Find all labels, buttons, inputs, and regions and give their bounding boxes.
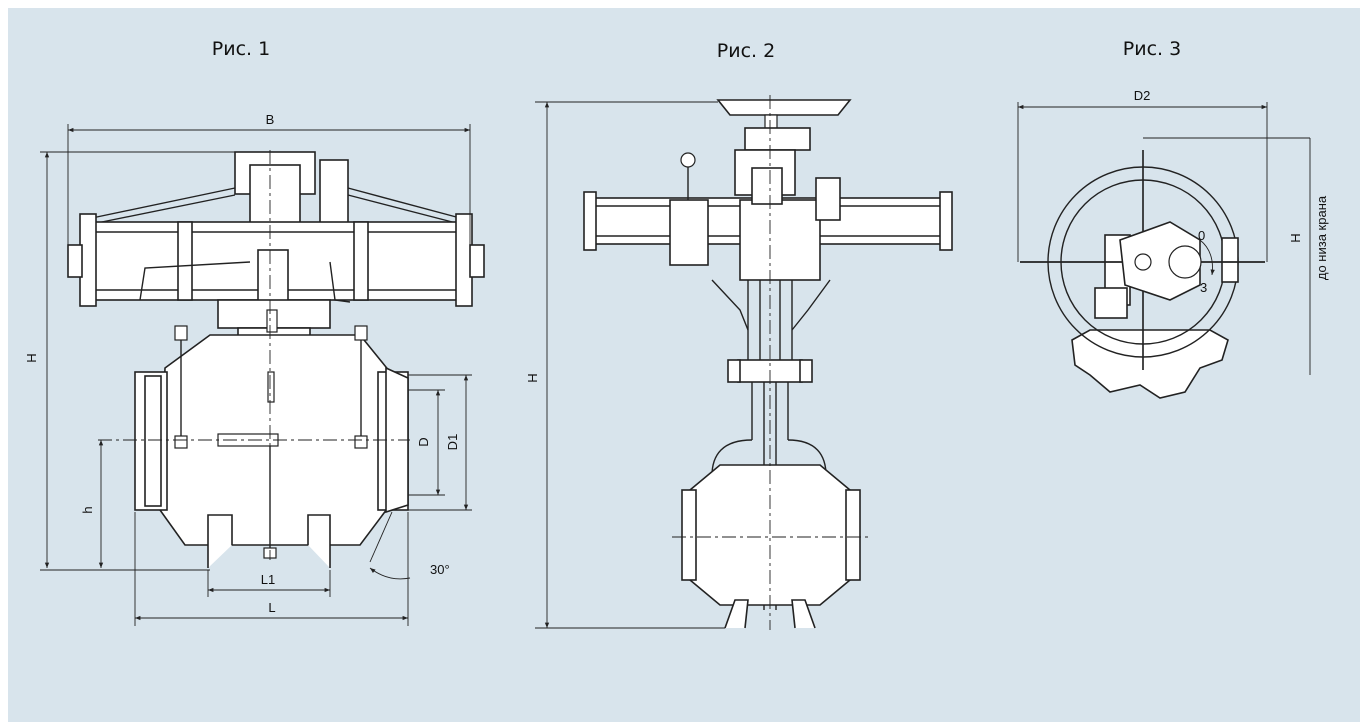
fig3-dim-H-label: H: [1288, 233, 1303, 242]
fig2-title: Рис. 2: [716, 40, 776, 62]
fig3-dim-D2-label: D2: [1134, 88, 1151, 103]
dim-L1-label: L1: [261, 572, 275, 587]
dim-B-label: B: [266, 112, 275, 127]
dim-D1-label: D1: [445, 434, 460, 451]
fig3-title: Рис. 3: [1122, 38, 1182, 60]
fig2-drawing: H: [525, 95, 953, 630]
dim-H-label: H: [24, 353, 39, 362]
dim-h-label: h: [80, 506, 95, 513]
fig1-title: Рис. 1: [211, 38, 271, 60]
fig2-dim-H-label: H: [525, 373, 540, 382]
dim-angle-label: 30°: [430, 562, 450, 577]
fig3-dim-H-note: до низа крана: [1314, 195, 1329, 280]
fig3-pos-close: 3: [1200, 280, 1207, 295]
dim-D-label: D: [416, 437, 431, 446]
fig3-drawing: 0 3 D2 H до низа крана: [1017, 88, 1329, 399]
dim-L-label: L: [268, 600, 275, 615]
fig1-drawing: B H h D D1 L1 L 30°: [24, 112, 485, 626]
fig3-pos-open: 0: [1198, 228, 1205, 243]
